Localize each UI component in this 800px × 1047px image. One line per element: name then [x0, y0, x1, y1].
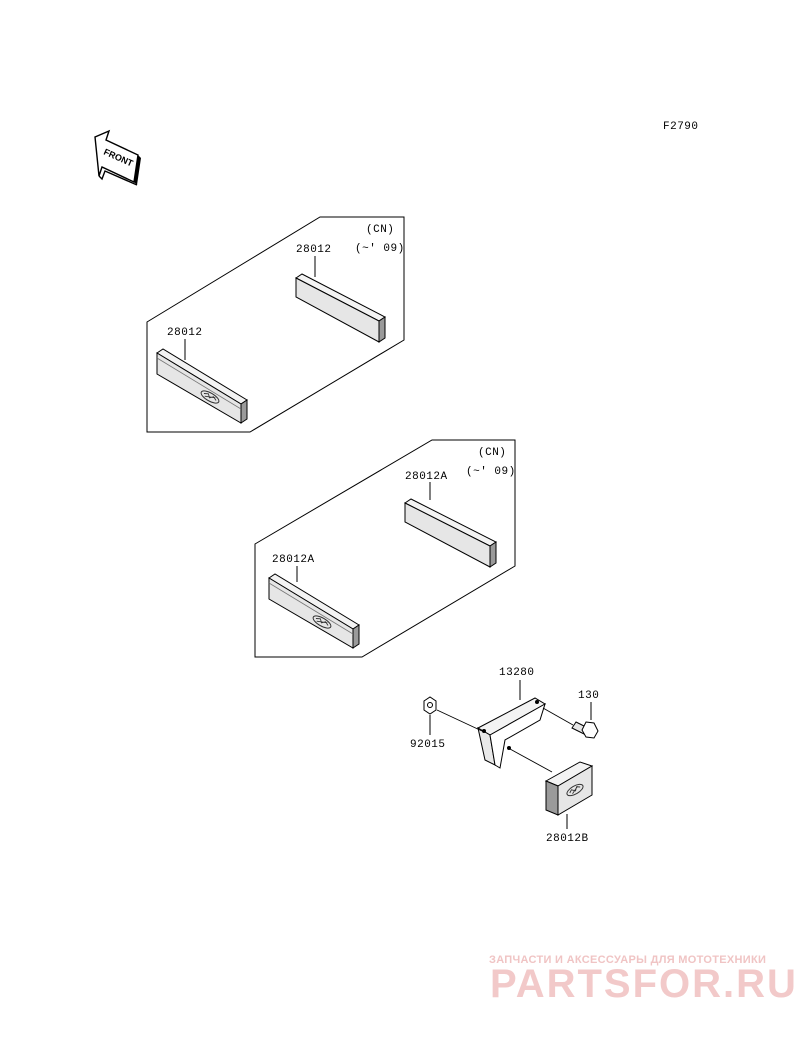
reflector-mid-rear [404, 498, 497, 568]
reflector-28012b [544, 761, 594, 816]
part-label-13280: 13280 [499, 667, 535, 679]
bracket-13280 [476, 697, 546, 769]
group-mid-frame [254, 439, 516, 658]
logo-emblem-icon [566, 783, 584, 797]
group-mid-note-line1: (CN) [478, 447, 506, 459]
watermark: ЗАПЧАСТИ И АКСЕССУАРЫ ДЛЯ МОТОТЕХНИКИ PA… [489, 954, 798, 1006]
group-mid: (CN) (~' 09) 28012A 28012A [254, 439, 516, 658]
bolt-130 [571, 721, 599, 739]
part-label-28012a-front: 28012A [272, 554, 315, 566]
part-label-28012-front: 28012 [167, 327, 203, 339]
watermark-brand: PARTSFOR.RU [490, 962, 798, 1006]
bracket-assembly: 13280 92015 130 28012B [410, 667, 599, 845]
watermark-tagline: ЗАПЧАСТИ И АКСЕССУАРЫ ДЛЯ МОТОТЕХНИКИ [489, 954, 766, 966]
group-top: (CN) (~' 09) 28012 28012 [146, 216, 405, 433]
front-arrow-icon: FRONT [94, 129, 141, 186]
part-label-28012a-rear: 28012A [405, 471, 448, 483]
group-top-note-line1: (CN) [366, 224, 394, 236]
part-label-28012-rear: 28012 [296, 244, 332, 256]
part-label-92015: 92015 [410, 739, 446, 751]
reflector-top-front [156, 348, 248, 424]
logo-emblem-icon [312, 615, 332, 629]
reflector-mid-front [268, 573, 360, 649]
logo-emblem-icon [200, 390, 220, 404]
group-top-note-line2: (~' 09) [355, 243, 405, 255]
group-top-frame [146, 216, 405, 433]
reflector-top-rear [295, 273, 386, 343]
part-label-28012b: 28012B [546, 833, 589, 845]
nut-92015 [423, 696, 437, 715]
group-mid-note-line2: (~' 09) [466, 466, 516, 478]
diagram-code: F2790 [663, 121, 699, 133]
part-label-130: 130 [578, 690, 599, 702]
